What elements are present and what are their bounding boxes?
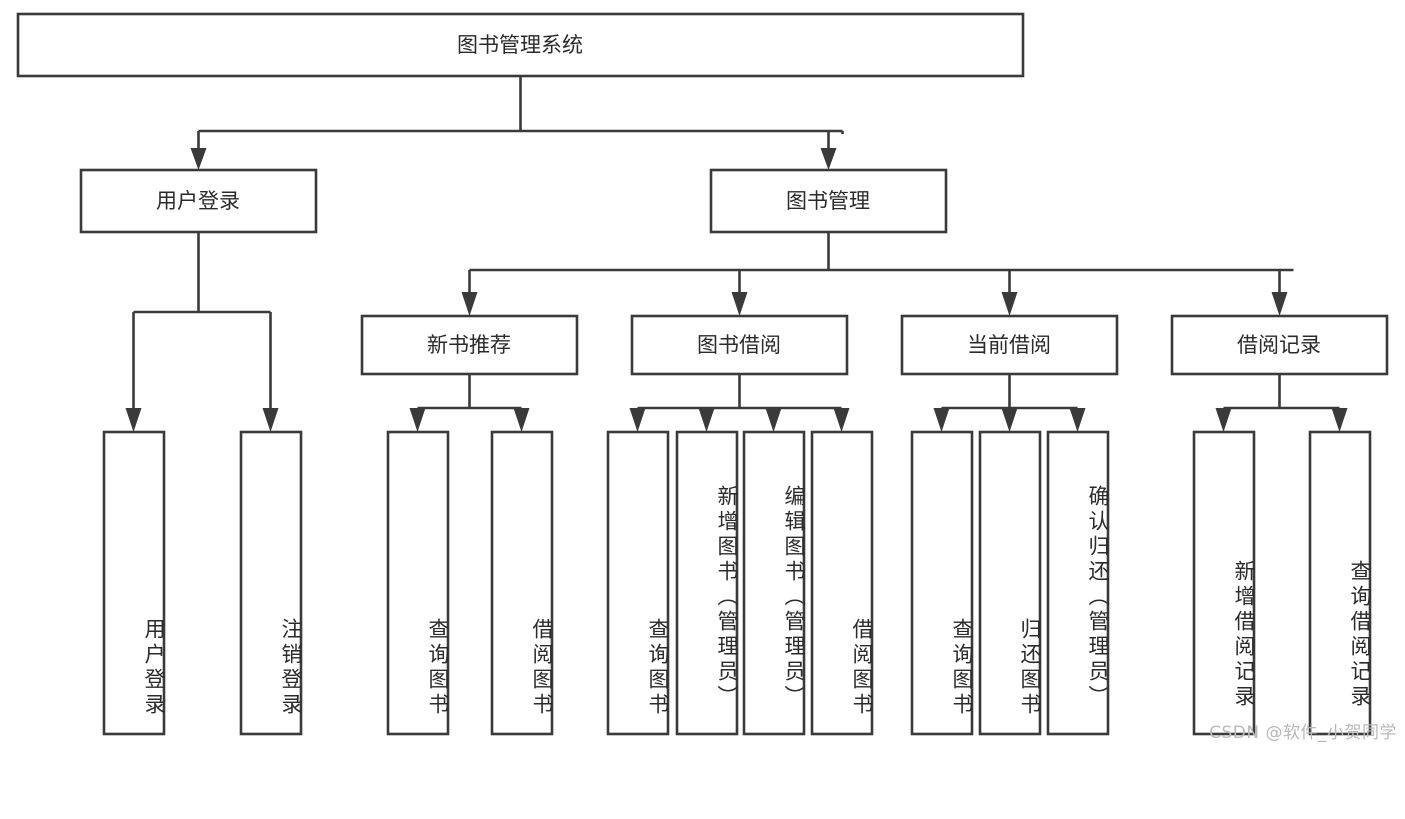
node-book-management-box[interactable] <box>709 168 948 234</box>
leaf-query-book-1-box[interactable] <box>386 430 450 736</box>
arrow-to-leaf-borrow-book-2 <box>833 408 850 432</box>
arrow-to-leaf-logout-login <box>262 408 279 432</box>
node-root-box[interactable] <box>16 12 1025 78</box>
arrow-to-leaf-add-book <box>698 408 715 432</box>
arrow-to-leaf-query-book-1 <box>409 408 426 432</box>
arrow-to-leaf-borrow-book-1 <box>513 408 530 432</box>
leaf-user-login-box[interactable] <box>102 430 166 736</box>
connector-userlogin-to-leaves <box>125 232 279 432</box>
arrow-to-book-borrow <box>731 292 748 316</box>
arrow-to-leaf-query-borrow-record <box>1331 408 1348 432</box>
leaf-query-borrow-record-box[interactable] <box>1308 430 1372 736</box>
connector-currentborrow-to-leaves <box>933 374 1086 432</box>
leaf-add-book-box[interactable] <box>675 430 739 736</box>
arrow-to-user-login <box>190 148 207 170</box>
hierarchy-diagram-svg: 图书管理系统 用户登录 图书管理 新书推荐 图书借阅 当前借阅 借阅记录 <box>16 12 1389 736</box>
leaf-add-borrow-record-box[interactable] <box>1192 430 1256 736</box>
connector-newbook-to-leaves <box>409 374 530 432</box>
arrow-to-current-borrow <box>1001 292 1018 316</box>
node-current-borrow-box[interactable] <box>900 314 1119 376</box>
leaf-logout-login-box[interactable] <box>239 430 303 736</box>
leaf-edit-book-box[interactable] <box>742 430 806 736</box>
connector-borrowrecord-to-leaves <box>1215 374 1348 432</box>
arrow-to-leaf-confirm-return <box>1069 408 1086 432</box>
arrow-to-borrow-record <box>1271 292 1288 316</box>
node-current-borrow-label: 当前借阅 <box>967 333 1051 357</box>
arrow-to-leaf-edit-book <box>765 408 782 432</box>
node-user-login-label: 用户登录 <box>156 189 240 213</box>
leaf-borrow-book-2-box[interactable] <box>810 430 874 736</box>
node-new-book-recommend-label: 新书推荐 <box>427 333 511 357</box>
arrow-to-leaf-query-book-3 <box>933 408 950 432</box>
arrow-to-book-management <box>820 148 837 170</box>
node-user-login-box[interactable] <box>79 168 318 234</box>
node-root-label: 图书管理系统 <box>457 33 583 57</box>
node-borrow-record-box[interactable] <box>1170 314 1389 376</box>
leaf-borrow-book-1-box[interactable] <box>490 430 554 736</box>
arrow-to-leaf-add-borrow-record <box>1215 408 1232 432</box>
arrow-to-leaf-query-book-2 <box>629 408 646 432</box>
arrow-to-new-book-recommend <box>461 292 478 316</box>
connector-root-to-level2 <box>190 76 844 170</box>
leaf-return-book-box[interactable] <box>978 430 1042 736</box>
csdn-watermark: CSDN @软件_小贺同学 <box>1209 723 1397 743</box>
node-new-book-recommend-box[interactable] <box>360 314 579 376</box>
leaf-confirm-return-box[interactable] <box>1046 430 1110 736</box>
node-book-management-label: 图书管理 <box>786 189 870 213</box>
node-borrow-record-label: 借阅记录 <box>1237 333 1321 357</box>
node-book-borrow-label: 图书借阅 <box>697 333 781 357</box>
leaf-query-book-3-box[interactable] <box>910 430 974 736</box>
arrow-to-leaf-user-login <box>125 408 142 432</box>
leaf-query-book-2-box[interactable] <box>606 430 670 736</box>
connector-bookborrow-to-leaves <box>629 374 850 432</box>
node-book-borrow-box[interactable] <box>630 314 849 376</box>
connector-bookmgmt-to-level3 <box>461 232 1294 316</box>
arrow-to-leaf-return-book <box>1001 408 1018 432</box>
diagram-canvas: 图书管理系统 用户登录 图书管理 新书推荐 图书借阅 当前借阅 借阅记录 用户登… <box>16 12 1397 743</box>
